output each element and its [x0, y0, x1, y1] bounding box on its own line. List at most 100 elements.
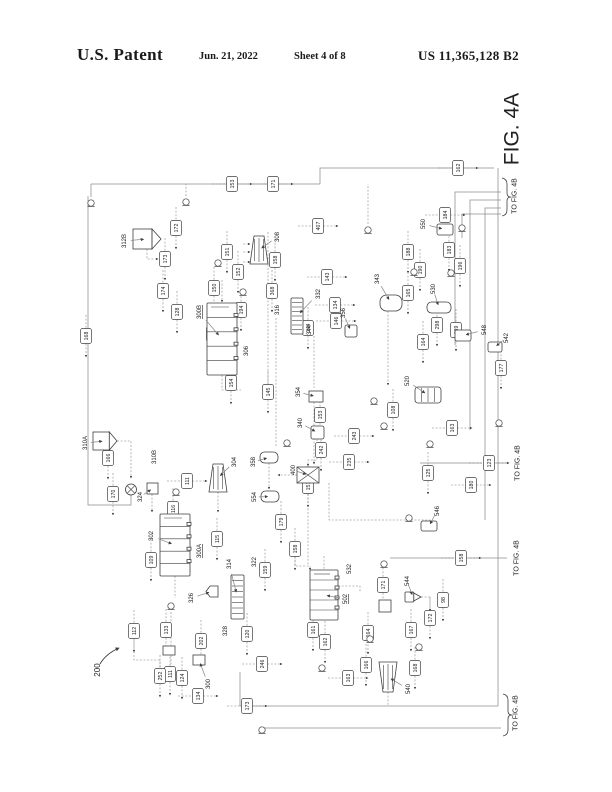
stream-number: 164: [421, 338, 427, 347]
stream-box-174: [157, 283, 169, 299]
ref-label-502: 502: [343, 593, 349, 604]
equipment-530: [426, 301, 452, 314]
stream-box-163: [342, 670, 354, 686]
pump-icon: [214, 259, 222, 267]
stream-box-166: [102, 450, 114, 466]
stream-number: 168: [84, 332, 90, 341]
stream-number: 177: [499, 364, 505, 373]
label-leader: [297, 471, 307, 475]
pump-icon: [258, 726, 266, 734]
label-leader: [158, 538, 172, 545]
stream-number: 368: [270, 287, 276, 296]
pump-icon: [283, 439, 291, 447]
to-fig-label: TO FIG. 4B: [514, 445, 521, 481]
stream-number: 235: [347, 458, 353, 467]
label-leader: [231, 573, 238, 593]
stream-number: 196: [458, 262, 464, 271]
equipment-unit: [378, 599, 392, 613]
ref-label-356: 356: [341, 307, 347, 318]
stream-box-115: [211, 531, 223, 547]
ref-label-520: 520: [405, 375, 411, 386]
stream-number: 167: [409, 626, 415, 635]
stream-number: 172: [428, 614, 434, 623]
ref-label-310B: 310B: [152, 450, 158, 464]
ref-label-306: 306: [244, 345, 250, 356]
stream-number: 115: [215, 535, 221, 543]
flow-line: [421, 596, 432, 612]
stream-box-168: [80, 328, 92, 344]
ref-label-308: 308: [275, 231, 281, 242]
ref-label-400: 400: [291, 464, 297, 475]
ref-label-358: 358: [251, 456, 257, 467]
label-leader: [408, 585, 413, 596]
stream-number: 128: [175, 308, 181, 317]
stream-number: 171: [271, 180, 277, 189]
stream-box-173: [241, 698, 253, 714]
ref-label-322: 322: [252, 556, 258, 567]
ref-label-544: 544: [405, 575, 411, 586]
stream-number: 158: [293, 545, 299, 554]
stream-box-167: [405, 622, 417, 638]
stream-number: 190: [418, 266, 424, 275]
label-leader: [305, 425, 316, 432]
label-leader: [205, 319, 219, 336]
flow-line: [454, 191, 501, 345]
ref-label-310A: 310A: [83, 436, 89, 450]
ref-label-300A: 300A: [197, 544, 203, 558]
flow-line: [146, 249, 159, 261]
equipment-314: [230, 574, 245, 620]
stream-box-143: [321, 269, 333, 285]
pump-icon: [405, 514, 413, 522]
stream-box-109: [145, 552, 157, 568]
stream-box-120: [241, 626, 253, 642]
pump-icon: [87, 199, 95, 207]
to-fig-label: TO FIG. 4B: [512, 695, 519, 731]
pump-icon: [380, 422, 388, 430]
equipment-544: [404, 591, 422, 603]
stream-box-242: [315, 442, 327, 458]
ref-label-314: 314: [227, 558, 233, 569]
stream-number: 153: [230, 180, 236, 189]
label-leader: [143, 489, 152, 495]
figure-title: FIG. 4A: [500, 93, 523, 165]
ref-label-324: 324: [138, 491, 144, 502]
stream-box-134: [329, 297, 341, 313]
stream-box-162: [452, 160, 464, 176]
stream-number: 153: [318, 411, 324, 420]
stream-number: 165: [406, 289, 412, 298]
stream-box-108: [387, 402, 399, 418]
stream-box-407: [312, 218, 324, 234]
pump-icon: [447, 269, 455, 277]
stream-box-368: [266, 283, 278, 299]
stream-number: 173: [163, 255, 169, 264]
ref-label-328: 328: [223, 625, 229, 636]
stream-box-124: [176, 670, 188, 686]
stream-box-128: [171, 304, 183, 320]
stream-number: 111: [168, 670, 174, 678]
ref-label-302: 302: [149, 530, 155, 541]
stream-box-158: [269, 252, 281, 268]
equipment-310A: [92, 430, 118, 452]
equipment-312B: [132, 227, 162, 251]
stream-box-150: [208, 280, 220, 296]
flow-line: [117, 440, 133, 479]
label-leader: [199, 663, 206, 677]
equipment-300: [192, 654, 206, 666]
stream-box-183: [443, 242, 455, 258]
stream-box-112: [128, 623, 140, 639]
equipment-304: [208, 463, 228, 493]
label-leader: [261, 240, 272, 249]
pump-icon: [182, 198, 190, 206]
equipment-400: [296, 466, 320, 484]
stream-box-184: [439, 207, 451, 223]
stream-number: 151: [225, 248, 231, 257]
stream-box-188: [402, 244, 414, 260]
stream-number: 116: [171, 505, 177, 513]
flow-line: [461, 213, 501, 238]
stream-box-158: [289, 541, 301, 557]
label-leader: [390, 678, 403, 686]
stream-number: 174: [161, 287, 167, 296]
equipment-520: [414, 386, 442, 404]
stream-box-170: [107, 486, 119, 502]
patent-header-sheet: Sheet 4 of 8: [294, 51, 346, 62]
